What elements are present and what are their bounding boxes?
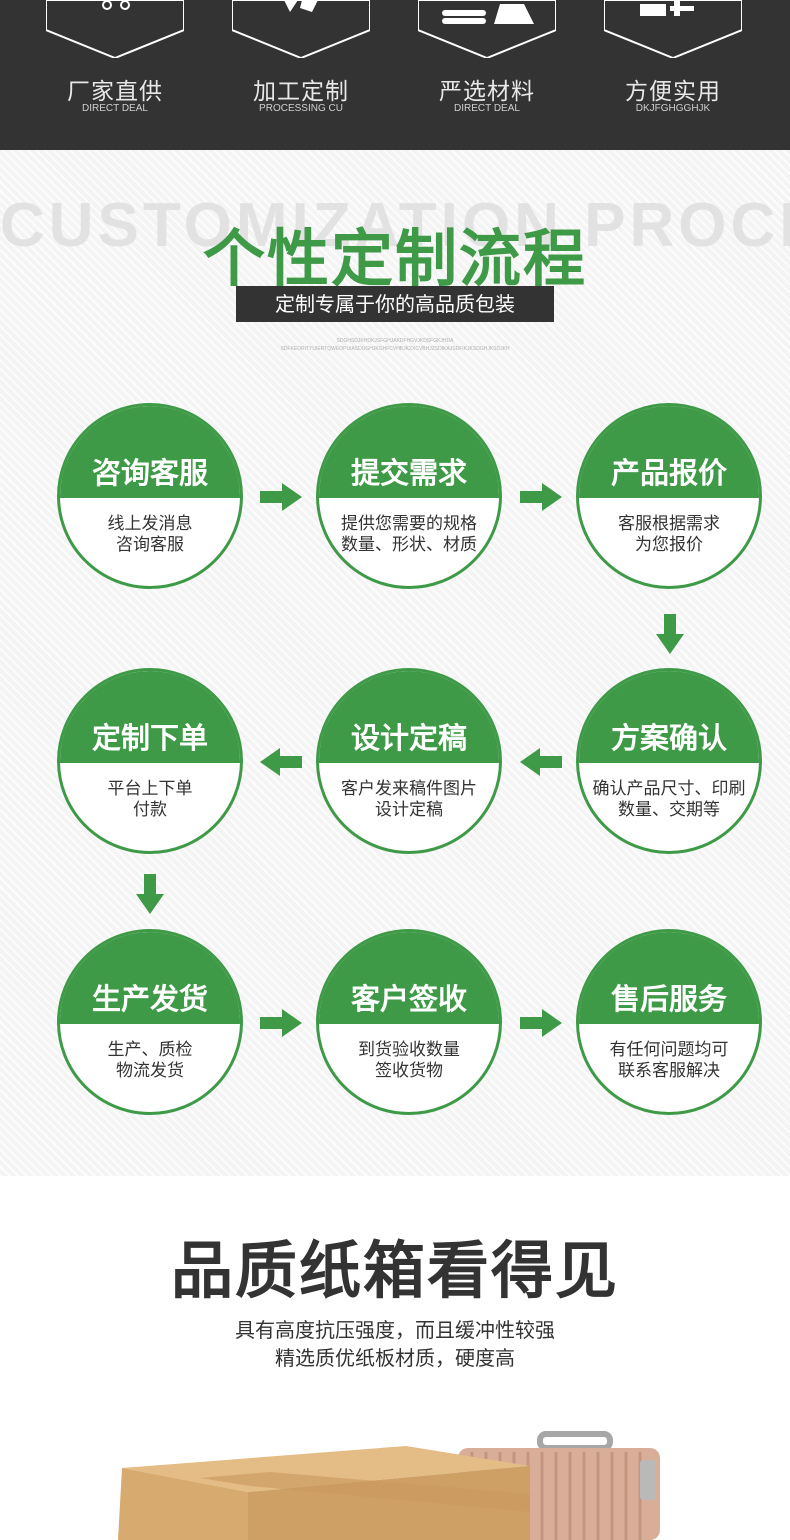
quality-description-line: 精选质优纸板材质，硬度高 xyxy=(275,1346,515,1370)
step-after-sales: 售后服务 有任何问题均可联系客服解决 xyxy=(576,929,762,1115)
step-title: 咨询客服 xyxy=(91,456,208,490)
step-desc-line: 平台上下单 xyxy=(107,779,193,799)
step-customer-receipt: 客户签收 到货验收数量签收货物 xyxy=(316,929,502,1115)
step-title: 生产发货 xyxy=(91,982,208,1016)
step-desc-line: 物流发货 xyxy=(116,1061,184,1081)
step-description: 提供您需要的规格数量、形状、材质 xyxy=(319,514,499,556)
step-header xyxy=(60,932,240,1024)
ghost-title: CUSTOMIZATION PROCESS xyxy=(0,191,790,260)
feature-processing: 加工定制 PROCESSING CU xyxy=(208,0,394,150)
step-title: 产品报价 xyxy=(610,456,727,490)
step-title: 客户签收 xyxy=(350,982,467,1016)
quality-title: 品质纸箱看得见 xyxy=(170,1234,619,1307)
cardboard-box-illustration xyxy=(118,1446,530,1540)
step-desc-line: 联系客服解决 xyxy=(618,1061,720,1081)
feature-badge xyxy=(418,0,556,58)
feature-badge xyxy=(232,0,370,58)
feature-cn-label: 严选材料 xyxy=(439,79,535,105)
step-production-shipping: 生产发货 生产、质检物流发货 xyxy=(57,929,243,1115)
process-title: 个性定制流程 xyxy=(202,222,587,295)
step-header xyxy=(579,932,759,1024)
step-title: 定制下单 xyxy=(91,721,208,755)
feature-materials: 严选材料 DIRECT DEAL xyxy=(394,0,580,150)
feature-cn-label: 方便实用 xyxy=(625,79,721,105)
step-description: 生产、质检物流发货 xyxy=(60,1040,240,1082)
arrow-down-icon xyxy=(656,614,684,654)
step-desc-line: 咨询客服 xyxy=(116,535,184,555)
step-desc-line: 有任何问题均可 xyxy=(609,1040,729,1060)
step-plan-confirm: 方案确认 确认产品尺寸、印刷数量、交期等 xyxy=(576,668,762,854)
step-desc-line: 为您报价 xyxy=(635,535,703,555)
customization-process-section: CUSTOMIZATION PROCESS 个性定制流程 定制专属于你的高品质包… xyxy=(0,150,790,1176)
step-desc-line: 到货验收数量 xyxy=(358,1040,460,1060)
process-subtitle: 定制专属于你的高品质包装 xyxy=(236,286,554,322)
scissors-icon xyxy=(102,0,130,10)
step-description: 客服根据需求为您报价 xyxy=(579,514,759,556)
step-header xyxy=(579,671,759,763)
step-desc-line: 线上发消息 xyxy=(107,514,193,534)
feature-convenient: 方便实用 DKJFGHGGHJK xyxy=(580,0,766,150)
step-header xyxy=(319,671,499,763)
step-consult-service: 咨询客服 线上发消息咨询客服 xyxy=(57,403,243,589)
step-title: 设计定稿 xyxy=(350,721,467,755)
arrow-right-icon xyxy=(260,483,302,511)
step-desc-line: 客服根据需求 xyxy=(618,514,720,534)
step-design-finalize: 设计定稿 客户发来稿件图片设计定稿 xyxy=(316,668,502,854)
step-desc-line: 付款 xyxy=(133,800,167,820)
step-header xyxy=(60,671,240,763)
pen-icon xyxy=(284,0,318,12)
step-desc-line: 确认产品尺寸、印刷 xyxy=(592,779,746,799)
feature-cn-label: 厂家直供 xyxy=(67,79,163,105)
step-description: 有任何问题均可联系客服解决 xyxy=(579,1040,759,1082)
material-stack-icon xyxy=(442,4,534,24)
step-header xyxy=(60,406,240,498)
arrow-left-icon xyxy=(520,748,562,776)
feature-badge xyxy=(46,0,184,58)
step-description: 线上发消息咨询客服 xyxy=(60,514,240,556)
step-header xyxy=(579,406,759,498)
step-product-quote: 产品报价 客服根据需求为您报价 xyxy=(576,403,762,589)
step-header xyxy=(319,932,499,1024)
step-header xyxy=(319,406,499,498)
step-title: 提交需求 xyxy=(350,456,467,490)
step-desc-line: 客户发来稿件图片 xyxy=(341,779,477,799)
feature-band: 厂家直供 DIRECT DEAL 加工定制 PROCESSING CU 严选材料… xyxy=(0,0,790,150)
feature-en-label: DIRECT DEAL xyxy=(82,103,148,114)
step-title: 售后服务 xyxy=(610,982,727,1016)
product-photo-box-and-suitcase xyxy=(118,1431,660,1540)
step-desc-line: 数量、交期等 xyxy=(618,800,720,820)
tiny-text-line: SDGHSDJKHDKJSFGHJAKDFHGVJKDSFGKJHDA xyxy=(336,338,454,344)
feature-en-label: DIRECT DEAL xyxy=(454,103,520,114)
feature-en-label: PROCESSING CU xyxy=(259,103,343,114)
step-description: 到货验收数量签收货物 xyxy=(319,1040,499,1082)
feature-direct-supply: 厂家直供 DIRECT DEAL xyxy=(22,0,208,150)
arrow-right-icon xyxy=(520,483,562,511)
step-desc-line: 提供您需要的规格 xyxy=(341,514,477,534)
step-desc-line: 生产、质检 xyxy=(107,1040,193,1060)
feature-en-label: DKJFGHGGHJK xyxy=(635,103,711,114)
step-description: 客户发来稿件图片设计定稿 xyxy=(319,779,499,821)
step-description: 确认产品尺寸、印刷数量、交期等 xyxy=(579,779,759,821)
thumbs-up-icon xyxy=(640,0,694,16)
step-desc-line: 设计定稿 xyxy=(375,800,443,820)
arrow-right-icon xyxy=(260,1009,302,1037)
step-title: 方案确认 xyxy=(610,721,727,755)
quality-description-line: 具有高度抗压强度，而且缓冲性较强 xyxy=(235,1318,555,1342)
step-desc-line: 数量、形状、材质 xyxy=(341,535,477,555)
arrow-down-icon xyxy=(136,874,164,914)
feature-cn-label: 加工定制 xyxy=(253,79,349,105)
step-place-order: 定制下单 平台上下单付款 xyxy=(57,668,243,854)
tiny-text-line: SDFKEORITYUIERTQWEOPUIASDUGHJKGHFCVHBJKZ… xyxy=(280,346,510,352)
step-desc-line: 签收货物 xyxy=(375,1061,443,1081)
arrow-right-icon xyxy=(520,1009,562,1037)
feature-badge xyxy=(604,0,742,58)
step-submit-requirements: 提交需求 提供您需要的规格数量、形状、材质 xyxy=(316,403,502,589)
arrow-left-icon xyxy=(260,748,302,776)
step-description: 平台上下单付款 xyxy=(60,779,240,821)
